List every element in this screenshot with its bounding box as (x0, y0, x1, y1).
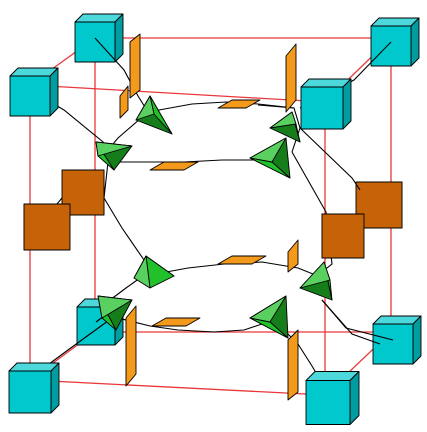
plate-linker-top-left (129, 33, 141, 99)
bond-20 (321, 299, 381, 345)
plate-linker-bottom-right (287, 329, 299, 401)
cube-node-back-bottom-right (372, 315, 422, 365)
plate-linker-top-ring-back (217, 99, 261, 109)
cube-node-front-top-right (300, 78, 352, 130)
tetra-node-top-left-back (135, 95, 173, 135)
plate-linker-bottom-ring-front (151, 317, 201, 327)
tetra-node-bottom-right-back (299, 261, 333, 301)
bond-6 (109, 277, 141, 301)
plate-linker-bottom-ring-back (217, 255, 267, 265)
tetra-node-top-right-front (249, 137, 291, 179)
plate-linker-right-mid (287, 239, 299, 273)
plate-linker-top-right (285, 43, 297, 113)
bond-5 (117, 317, 275, 333)
cell-edge-8 (29, 379, 326, 396)
square-node-front-left (23, 203, 71, 251)
plate-linker-bottom-left (125, 305, 137, 387)
tetra-node-bottom-left-back (133, 255, 175, 289)
bond-7 (103, 197, 151, 271)
cube-node-back-top-left (74, 13, 124, 63)
square-node-back-right (355, 181, 403, 229)
square-node-front-right (321, 213, 365, 259)
cell-edge-5 (29, 84, 326, 103)
tetra-node-bottom-left-front (97, 295, 133, 331)
tetra-node-top-left-front (95, 141, 133, 171)
cube-node-front-bottom-right (305, 371, 360, 425)
plate-linker-top-ring-front (149, 161, 199, 171)
cube-node-front-top-left (9, 67, 59, 117)
tetra-node-top-right-back (269, 111, 301, 143)
cube-node-front-bottom-left (8, 362, 60, 414)
back-layer (61, 13, 422, 365)
cube-node-back-top-right (370, 17, 420, 67)
bond-10 (299, 127, 361, 191)
front-layer (8, 33, 365, 425)
plate-linker-left-mid (119, 85, 129, 119)
bond-8 (103, 161, 109, 199)
square-node-back-left (61, 169, 105, 216)
tetra-node-bottom-right-front (249, 295, 289, 339)
